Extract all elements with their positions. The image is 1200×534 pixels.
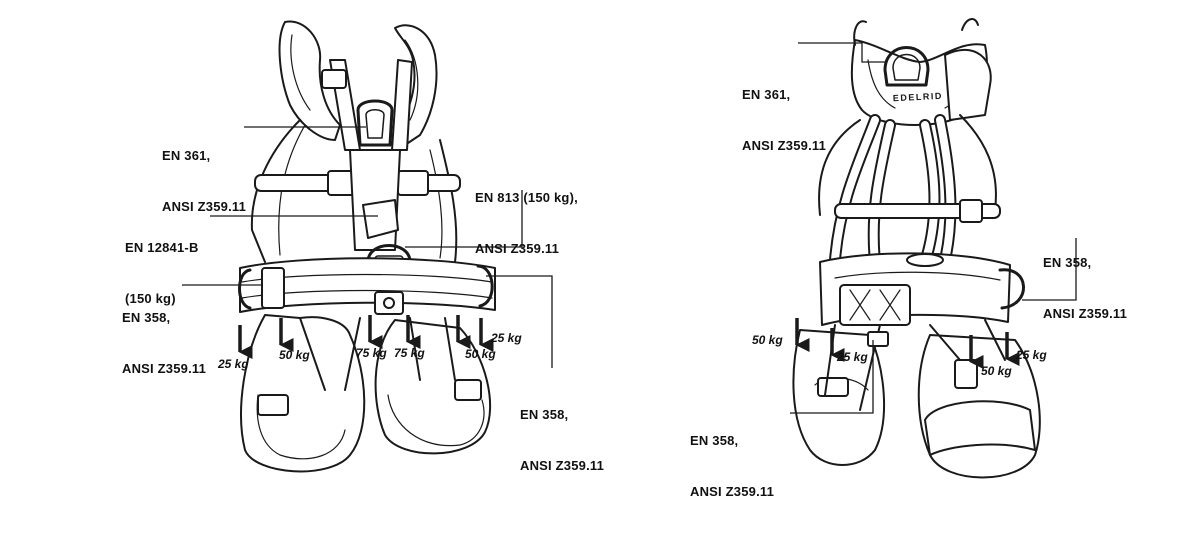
back-horizontal-strap <box>834 203 1001 219</box>
edelrid-brand: EDELRID <box>893 91 943 104</box>
front-label-en358-left: EN 358, ANSI Z359.11 <box>122 275 206 411</box>
back-label-en361: EN 361, ANSI Z359.11 <box>742 52 826 188</box>
label-line: EN 358, <box>690 433 739 448</box>
front-right-chest-strap <box>391 59 413 151</box>
load-label: 75 kg <box>394 346 425 360</box>
front-label-en813: EN 813 (150 kg), ANSI Z359.11 <box>475 155 578 291</box>
front-shoulder-buckle <box>321 69 347 89</box>
back-dorsal-d-ring <box>883 46 930 87</box>
label-line: ANSI Z359.11 <box>475 241 560 256</box>
harness-diagram: EDELRID EN 361 <box>122 18 1127 499</box>
front-label-en12841: EN 12841-B (150 kg) <box>125 205 199 341</box>
load-label: 50 kg <box>981 364 1012 378</box>
front-sternal-d-ring <box>356 99 394 147</box>
front-label-en361: EN 361, ANSI Z359.11 <box>162 113 246 249</box>
front-right-side-d-ring <box>476 264 494 308</box>
back-right-side-d-ring <box>998 268 1025 310</box>
front-left-leg-loop <box>240 314 366 473</box>
load-label: 25 kg <box>491 331 522 345</box>
load-label: 50 kg <box>465 347 496 361</box>
front-harness <box>238 20 496 473</box>
load-label: 75 kg <box>356 346 387 360</box>
load-label: 25 kg <box>837 350 868 364</box>
front-waist-belt <box>239 257 496 313</box>
label-line: EN 813 (150 kg), <box>475 190 578 205</box>
label-line: ANSI Z359.11 <box>122 361 207 376</box>
back-label-en358-right: EN 358, ANSI Z359.11 <box>1043 220 1127 356</box>
label-line: EN 12841-B <box>125 240 199 255</box>
leader-lines <box>182 42 1077 414</box>
label-line: ANSI Z359.11 <box>742 138 827 153</box>
load-label: 50 kg <box>752 333 783 347</box>
label-line: ANSI Z359.11 <box>162 199 247 214</box>
label-line: EN 358, <box>520 407 569 422</box>
label-line: EN 361, <box>162 148 211 163</box>
load-label: 25 kg <box>218 357 249 371</box>
load-label: 50 kg <box>279 348 310 362</box>
back-harness <box>792 18 1041 479</box>
label-line: EN 358, <box>1043 255 1092 270</box>
back-label-en358-bottom: EN 358, ANSI Z359.11 <box>690 398 774 534</box>
label-line: ANSI Z359.11 <box>1043 306 1128 321</box>
front-label-en358-right: EN 358, ANSI Z359.11 <box>520 372 604 508</box>
front-left-side-d-ring <box>238 268 252 310</box>
load-label: 25 kg <box>1016 348 1047 362</box>
label-line: (150 kg) <box>125 291 176 306</box>
front-right-leg-loop <box>374 319 492 455</box>
label-line: ANSI Z359.11 <box>690 484 775 499</box>
load-arrows <box>238 315 1020 369</box>
label-line: EN 361, <box>742 87 791 102</box>
back-left-leg-loop <box>792 329 886 466</box>
label-line: ANSI Z359.11 <box>520 458 605 473</box>
label-line: EN 358, <box>122 310 171 325</box>
front-rope-clamp <box>362 199 399 239</box>
front-left-shoulder-pad <box>278 20 341 141</box>
harness-illustrations: EDELRID <box>182 18 1077 479</box>
